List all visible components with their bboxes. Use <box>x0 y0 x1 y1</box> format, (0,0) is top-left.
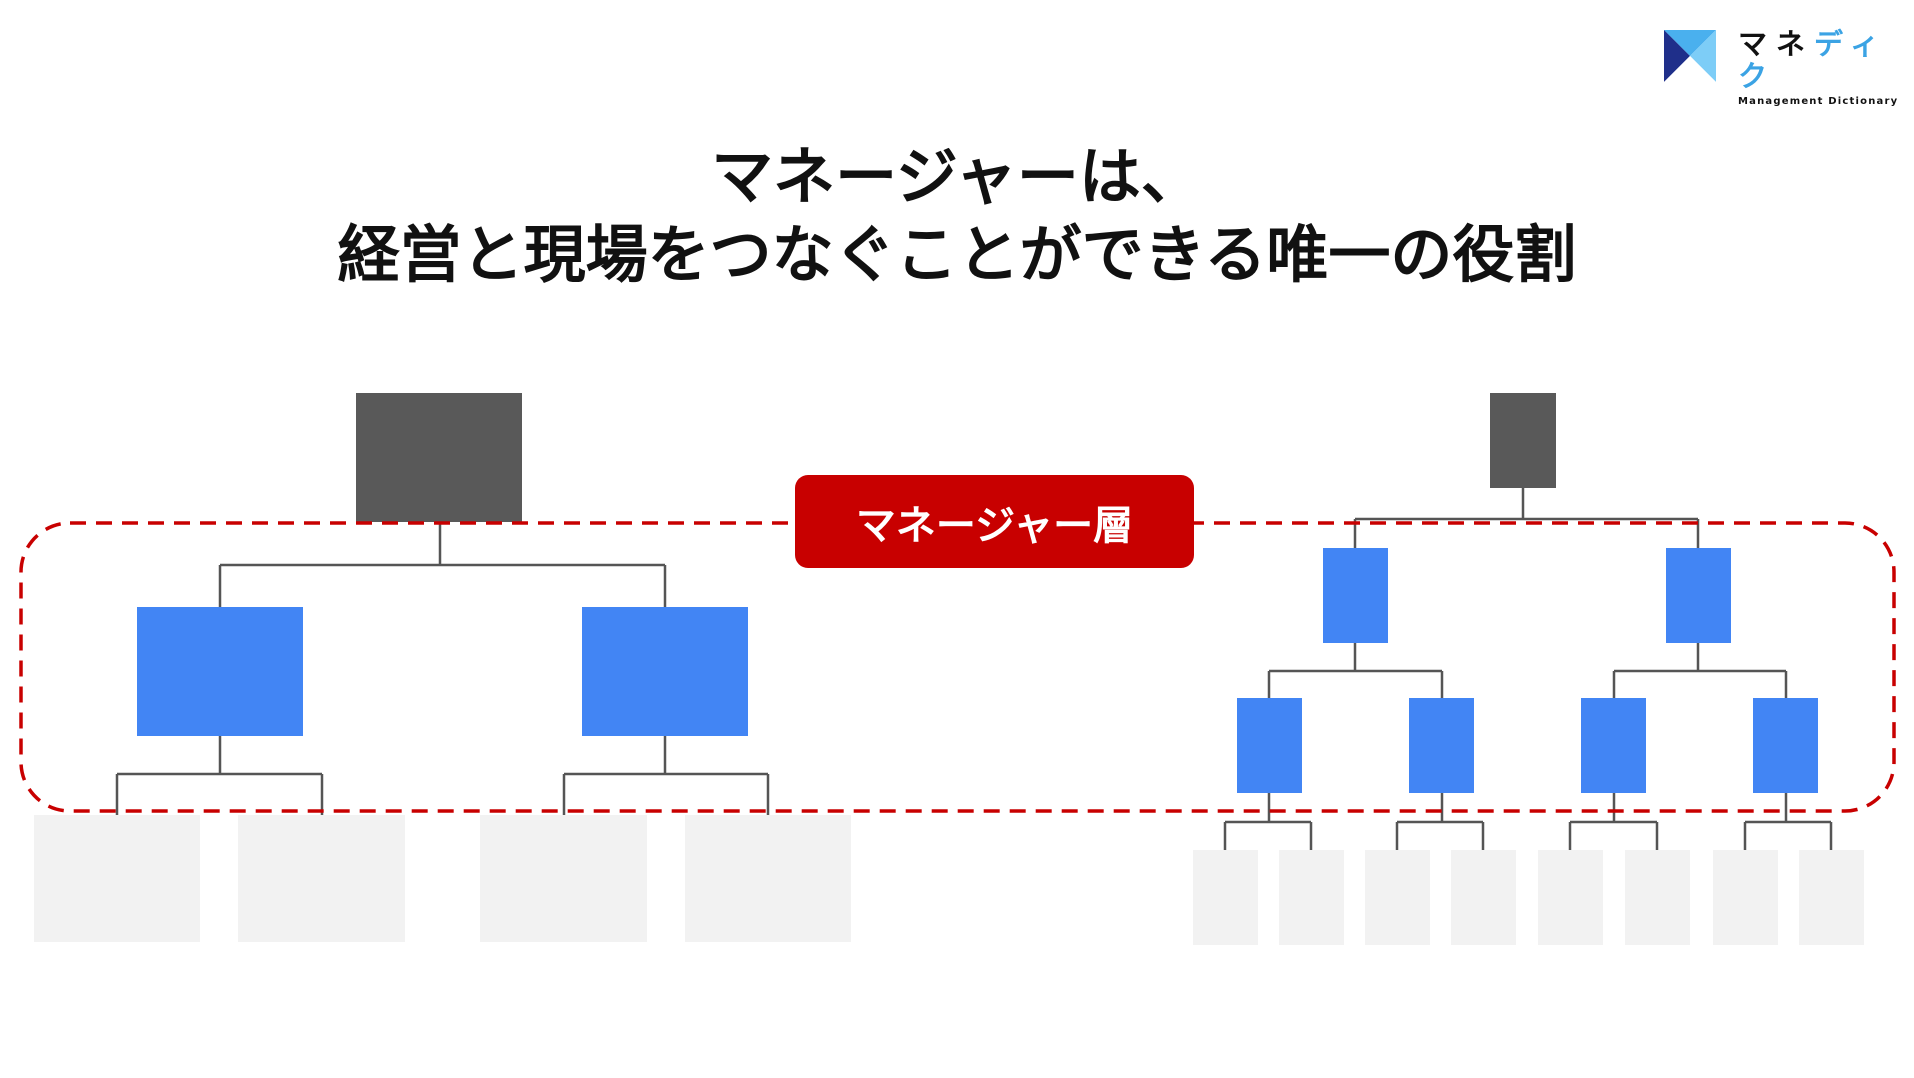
staff-box <box>1365 850 1430 945</box>
staff-box <box>1193 850 1258 945</box>
title-line-1: マネージャーは、 <box>711 140 1203 213</box>
staff-box <box>1279 850 1344 945</box>
manager-box <box>1666 548 1731 643</box>
manager-box <box>582 607 748 736</box>
staff-box <box>34 815 200 942</box>
manager-box <box>137 607 303 736</box>
executive-box <box>1490 393 1556 488</box>
manager-box <box>1753 698 1818 793</box>
staff-box <box>1799 850 1864 945</box>
logo-icon <box>1664 30 1716 82</box>
connector-lines <box>115 488 1833 850</box>
staff-box <box>1538 850 1603 945</box>
title-line-2: 経営と現場をつなぐことができる唯一の役割 <box>337 218 1577 291</box>
staff-box <box>1713 850 1778 945</box>
manager-box <box>1581 698 1646 793</box>
executive-box <box>356 393 522 522</box>
staff-box <box>1451 850 1516 945</box>
staff-box <box>480 815 647 942</box>
manager-layer-label: マネージャー層 <box>795 475 1194 568</box>
staff-box <box>238 815 405 942</box>
manager-box <box>1409 698 1474 793</box>
staff-box <box>685 815 851 942</box>
manager-box <box>1237 698 1302 793</box>
staff-box <box>1625 850 1690 945</box>
logo-jp-blue: ディク <box>1738 27 1888 93</box>
logo-text: マネディク Management Dictionary <box>1738 28 1914 107</box>
logo-en: Management Dictionary <box>1738 96 1899 107</box>
logo-jp-black: マネ <box>1738 27 1815 61</box>
page-title: マネージャーは、 経営と現場をつなぐことができる唯一の役割 <box>0 138 1914 294</box>
manager-box <box>1323 548 1388 643</box>
